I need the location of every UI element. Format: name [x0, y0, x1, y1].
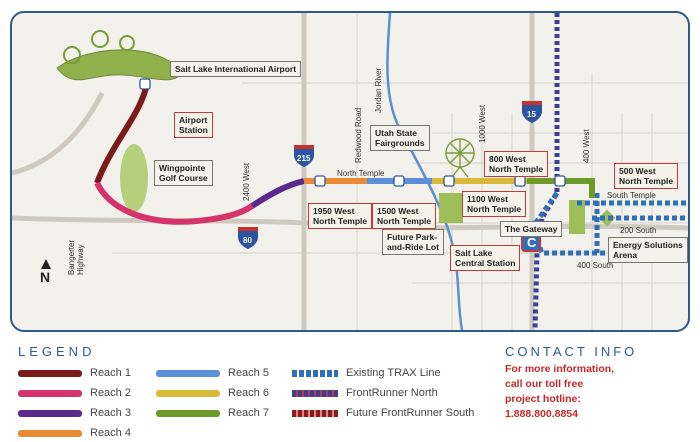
jordan-river-label: Jordan River: [374, 67, 383, 113]
1000-west-street-label: 1000 West: [478, 104, 487, 143]
legend-swatch: [292, 369, 338, 377]
i215-shield-icon: [294, 145, 314, 167]
station-1950-west-label: 1950 West North Temple: [308, 203, 373, 229]
reach-1-line: [94, 82, 150, 185]
legend-label: Existing TRAX Line: [346, 367, 441, 379]
legend-item-frontrunner-north: FrontRunner North: [292, 387, 438, 399]
reach-3-line: [250, 178, 305, 209]
golf-course-label: Wingpointe Golf Course: [154, 160, 213, 186]
energy-arena-label: Energy Solutions Arena: [608, 237, 688, 263]
legend-item-reach-3: Reach 3: [18, 407, 131, 419]
legend-label: Reach 5: [228, 367, 269, 379]
legend-swatch: [292, 409, 338, 417]
legend-item-trax: Existing TRAX Line: [292, 367, 441, 379]
legend-label: Reach 4: [90, 427, 131, 439]
legend-item-frontrunner-south: Future FrontRunner South: [292, 407, 474, 419]
central-station-badge-letter: C: [527, 235, 537, 250]
contact-line-3: project hotline:: [505, 393, 581, 405]
fairgrounds-label: Utah State Fairgrounds: [370, 125, 430, 151]
contact-title: CONTACT INFO: [505, 344, 638, 359]
legend-swatch: [18, 389, 82, 397]
legend-swatch: [18, 369, 82, 377]
legend-label: Reach 2: [90, 387, 131, 399]
legend-item-reach-4: Reach 4: [18, 427, 131, 439]
north-temple-street-label: North Temple: [337, 169, 385, 178]
400-south-street-label: 400 South: [577, 261, 614, 270]
200-south-street-label: 200 South: [620, 226, 657, 235]
arena-area: [598, 209, 616, 227]
reach-2-line: [94, 181, 254, 225]
station-markers: [139, 78, 566, 187]
legend-label: Future FrontRunner South: [346, 407, 475, 419]
legend-label: Reach 6: [228, 387, 269, 399]
airport-area: [56, 30, 183, 81]
legend-label: Reach 1: [90, 367, 131, 379]
contact-phone[interactable]: 1.888.800.8854: [505, 408, 578, 420]
route-map: 215 80 15 C N Salt Lake International Ai…: [10, 11, 690, 332]
gateway-label: The Gateway: [500, 221, 563, 237]
i80-shield-number: 80: [243, 236, 252, 245]
legend-item-reach-2: Reach 2: [18, 387, 131, 399]
contact-line-2: call our toll free: [505, 378, 584, 390]
contact-block: For more information, call our toll free…: [505, 362, 685, 422]
north-label: N: [40, 269, 51, 285]
legend-swatch: [156, 389, 220, 397]
park-ride-label: Future Park- and-Ride Lot: [382, 229, 444, 255]
station-800-west-label: 800 West North Temple: [484, 151, 549, 177]
legend-swatch: [156, 409, 220, 417]
legend-item-reach-1: Reach 1: [18, 367, 131, 379]
contact-line-1: For more information,: [505, 363, 615, 375]
2400-west-street-label: 2400 West: [242, 162, 251, 201]
station-500-west-label: 500 West North Temple: [614, 163, 679, 189]
station-1100-west-label: 1100 West North Temple: [462, 191, 527, 217]
airport-station-label: Airport Station: [174, 112, 213, 138]
ferris-wheel-icon: [445, 138, 475, 178]
park-ride-lot-area: [439, 193, 463, 223]
legend-label: Reach 3: [90, 407, 131, 419]
bangerter-highway-label: Bangerter Highway: [67, 239, 85, 275]
central-station-label: Salt Lake Central Station: [450, 245, 521, 271]
gateway-area: [569, 200, 585, 234]
frontrunner-north-line: [532, 13, 560, 330]
400-west-street-label: 400 West: [582, 129, 591, 163]
north-arrow-icon: [41, 259, 51, 269]
legend-label: FrontRunner North: [346, 387, 438, 399]
legend-item-reach-7: Reach 7: [156, 407, 269, 419]
south-temple-street-label: South Temple: [607, 191, 656, 200]
golf-course-area: [120, 144, 148, 212]
legend-swatch: [292, 389, 338, 397]
legend-item-reach-6: Reach 6: [156, 387, 269, 399]
reach-7-line: [527, 178, 595, 198]
station-1500-west-label: 1500 West North Temple: [372, 203, 437, 229]
legend-title: LEGEND: [18, 344, 96, 359]
i80-shield-icon: [238, 227, 258, 249]
i15-shield-number: 15: [527, 110, 536, 119]
legend-swatch: [156, 369, 220, 377]
legend-label: Reach 7: [228, 407, 269, 419]
legend-item-reach-5: Reach 5: [156, 367, 269, 379]
i215-shield-number: 215: [297, 154, 311, 163]
legend-swatch: [18, 409, 82, 417]
redwood-road-street-label: Redwood Road: [354, 107, 363, 163]
airport-label: Salt Lake International Airport: [170, 61, 302, 77]
legend-swatch: [18, 429, 82, 437]
i15-shield-icon: [522, 101, 542, 123]
